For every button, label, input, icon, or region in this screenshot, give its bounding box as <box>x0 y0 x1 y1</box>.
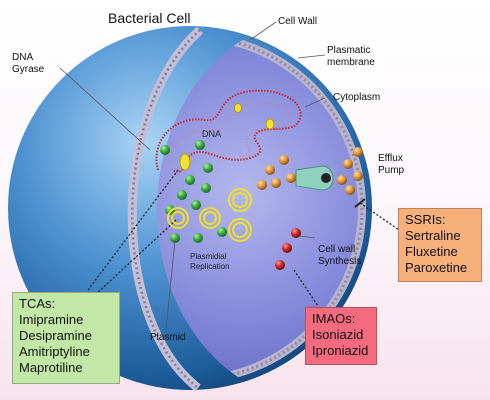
tca-item: Desipramine <box>19 328 92 343</box>
gyrase-marker <box>265 118 275 130</box>
imao-title: IMAOs: <box>312 311 356 326</box>
imao-item: Iproniazid <box>312 343 369 358</box>
efflux-pump <box>295 165 334 191</box>
efflux-pump-label: Efflux Pump <box>378 153 404 177</box>
ssri-title: SSRIs: <box>405 212 446 227</box>
cell-wall-label: Cell Wall <box>278 16 318 27</box>
inhibitor-bars <box>354 198 366 208</box>
dna-strand <box>155 89 302 173</box>
ssri-item: Sertraline <box>405 228 461 243</box>
efflux-line-1: Efflux <box>378 153 403 164</box>
inhibitor-lines <box>87 169 403 307</box>
cytoplasm-label: Cytoplasm <box>333 92 381 103</box>
plasmatic-membrane-label: Plasmatic membrane <box>327 45 375 69</box>
dna-gyrase-label: DNA Gyrase <box>12 52 44 76</box>
dna-gyrase-line-2: Gyrase <box>12 64 45 75</box>
tca-item: Amitriptyline <box>19 344 90 359</box>
ssri-item: Fluxetine <box>405 244 458 259</box>
gyrase-marker <box>234 103 242 113</box>
efflux-particles <box>257 147 363 195</box>
dna-label: DNA <box>202 129 222 139</box>
imao-box: IMAOs: Isoniazid Iproniazid <box>305 307 377 365</box>
plasmid-label: Plasmid <box>150 332 186 343</box>
ssri-box: SSRIs: Sertraline Fluxetine Paroxetine <box>398 208 482 282</box>
plasmatic-line-1: Plasmatic <box>327 45 371 56</box>
tca-title: TCAs: <box>19 296 56 311</box>
plasmidial-line-2: Replication <box>190 262 230 271</box>
cytoplasm-cutaway <box>157 32 366 384</box>
synthesis-line-2: Synthesis <box>318 256 362 267</box>
gyrase-marker <box>179 153 191 171</box>
plasmidial-line-1: Plasmidial <box>190 252 227 261</box>
tca-item: Imipramine <box>19 312 84 327</box>
efflux-line-2: Pump <box>378 165 405 176</box>
green-particles <box>160 140 227 243</box>
plasmidial-replication-label: Plasmidial Replication <box>190 252 230 272</box>
page-title: Bacterial Cell <box>108 10 191 26</box>
tca-box: TCAs: Imipramine Desipramine Amitriptyli… <box>12 292 120 384</box>
plasmatic-line-2: membrane <box>327 57 375 68</box>
dna-gyrase-line-1: DNA <box>12 52 34 63</box>
cell-wall-synthesis-label: Cell wall Synthesis <box>318 244 361 268</box>
synthesis-particles <box>275 228 301 270</box>
ssri-item: Paroxetine <box>405 260 468 275</box>
leader-lines <box>59 21 326 331</box>
synthesis-line-1: Cell wall <box>318 244 356 255</box>
imao-item: Isoniazid <box>312 327 364 342</box>
plasmid-rings <box>167 188 252 242</box>
tca-item: Maprotiline <box>19 360 83 375</box>
